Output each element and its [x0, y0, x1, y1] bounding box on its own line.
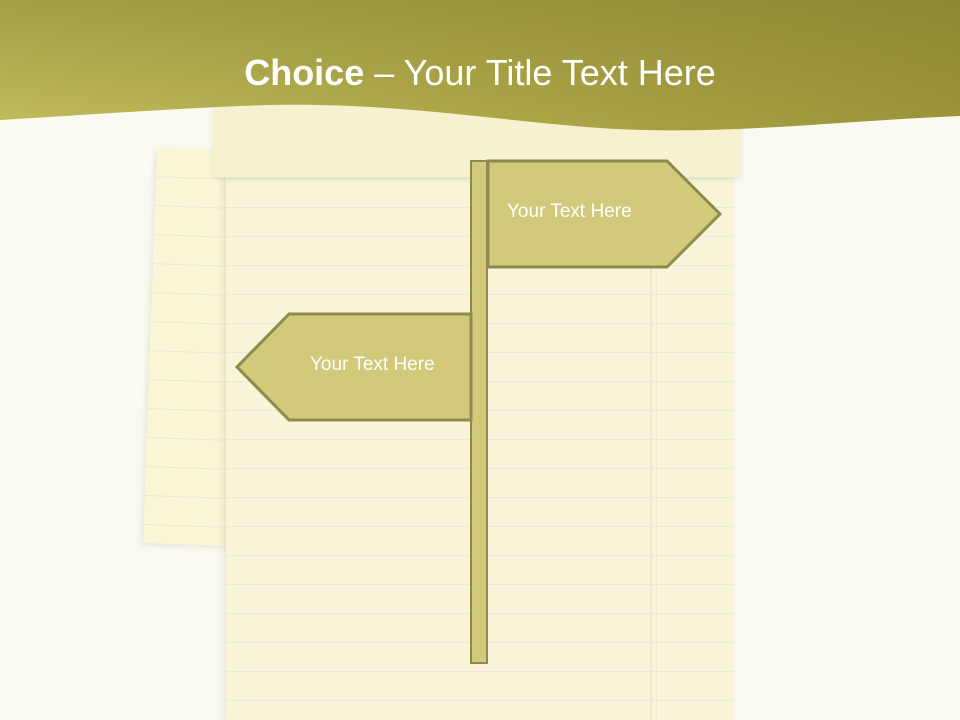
sign-left: Your Text Here — [234, 312, 474, 424]
notepad-margin-line-secondary — [656, 150, 657, 720]
sign-right: Your Text Here — [486, 159, 726, 271]
sign-right-label: Your Text Here — [507, 201, 632, 222]
title-banner: Choice – Your Title Text Here — [0, 0, 960, 140]
title-bold: Choice — [244, 52, 365, 93]
sign-left-label: Your Text Here — [310, 354, 435, 375]
title-separator: – — [364, 52, 404, 93]
title-text: Your Title Text Here — [403, 52, 716, 93]
slide-title: Choice – Your Title Text Here — [0, 52, 960, 94]
sign-right-shape — [486, 159, 723, 269]
notepad-margin-line — [650, 150, 652, 720]
title-banner-shape — [0, 0, 960, 131]
sign-left-shape — [234, 312, 473, 422]
